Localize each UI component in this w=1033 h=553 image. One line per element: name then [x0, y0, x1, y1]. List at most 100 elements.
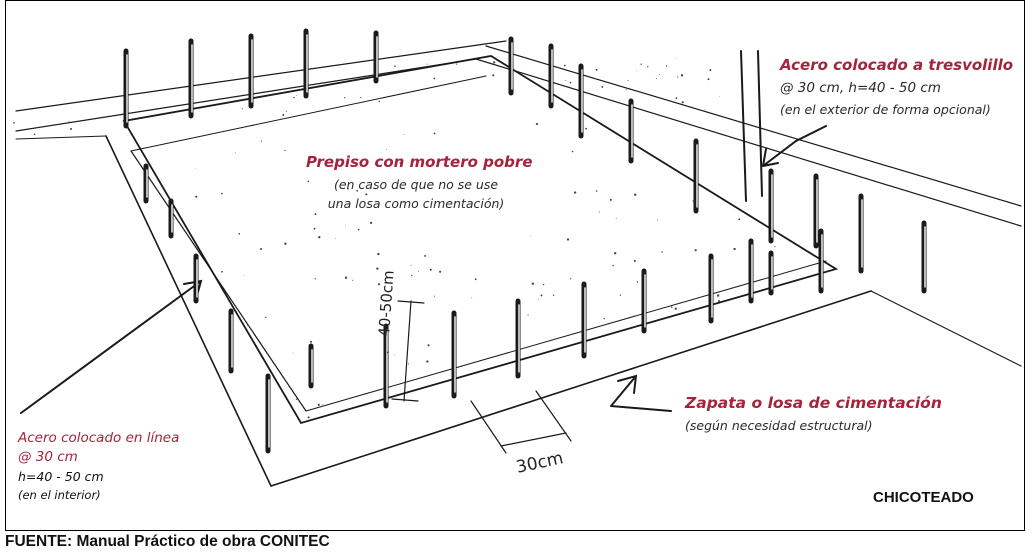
sketch-speckle [566, 238, 570, 241]
sketch-speckle [429, 268, 432, 271]
sketch-speckle [424, 254, 427, 257]
foundation-sketch [13, 28, 1022, 487]
sketch-speckle [655, 78, 657, 79]
sketch-speckle [344, 276, 348, 279]
sketch-speckle [493, 61, 496, 64]
sketch-speckle [241, 108, 243, 110]
tresvolillo-label: Acero colocado a tresvolillo @ 30 cm, h=… [780, 56, 1013, 117]
prepiso-label: Prepiso con mortero pobre (en caso de qu… [306, 153, 533, 211]
sketch-speckle [657, 219, 659, 221]
sketch-speckle [542, 283, 545, 286]
linea-height: h=40 - 50 cm [18, 469, 104, 484]
sketch-speckle [439, 270, 442, 273]
sketch-speckle [665, 65, 668, 67]
sketch-speckle [402, 202, 404, 203]
sketch-speckle [394, 354, 395, 356]
prepiso-note-2: una losa como cimentación) [327, 196, 505, 211]
sketch-speckle [376, 267, 379, 270]
sketch-speckle [601, 85, 604, 88]
sketch-speckle [658, 74, 660, 76]
sketch-speckle [455, 63, 458, 65]
sketch-speckle [296, 94, 298, 96]
sketch-speckle [692, 200, 695, 203]
sketch-speckle [244, 275, 245, 277]
prepiso-title: Prepiso con mortero pobre [306, 153, 533, 171]
sketch-speckle [221, 270, 223, 273]
source-note: FUENTE: Manual Práctico de obra CONITEC [5, 533, 330, 550]
sketch-speckle [377, 283, 381, 286]
sketch-speckle [598, 211, 600, 213]
tresvolillo-title: Acero colocado a tresvolillo [780, 56, 1014, 74]
sketch-speckle [681, 101, 684, 104]
sketch-speckle [471, 297, 473, 299]
prepiso-note-1: (en caso de que no se use [333, 177, 499, 192]
sketch-speckle [569, 81, 572, 84]
tresvolillo-note: (en el exterior de forma opcional) [780, 102, 991, 117]
sketch-speckle [295, 398, 298, 400]
sketch-speckle [370, 221, 373, 224]
sketch-speckle [564, 80, 566, 82]
sketch-speckle [704, 109, 706, 110]
sketch-speckle [647, 66, 649, 68]
sketch-speckle [410, 264, 412, 266]
sketch-speckle [718, 96, 720, 98]
sketch-speckle [573, 191, 577, 194]
sketch-speckle [661, 251, 663, 253]
sketch-speckle [716, 294, 720, 297]
zapata-note: (según necesidad estructural) [685, 418, 873, 433]
sketch-speckle [433, 295, 435, 297]
sketch-speckle [531, 282, 535, 285]
sketch-speckle [677, 76, 679, 78]
sketch-speckle [614, 252, 617, 255]
sketch-speckle [411, 274, 413, 277]
sketch-speckle [314, 278, 316, 280]
sketch-speckle [70, 127, 73, 130]
sketch-speckle [195, 195, 198, 198]
sketch-speckle [247, 324, 249, 326]
sketch-speckle [585, 127, 587, 130]
sketch-speckle [352, 279, 354, 281]
sketch-speckle [68, 120, 70, 122]
sketch-speckle [530, 235, 532, 237]
sketch-speckle [313, 227, 316, 230]
sketch-speckle [293, 96, 295, 99]
sketch-speckle [285, 110, 287, 112]
sketch-speckle [718, 300, 720, 302]
sketch-speckle [538, 298, 540, 300]
sketch-speckle [360, 96, 362, 99]
sketch-speckle [535, 123, 538, 126]
sketch-speckle [284, 149, 286, 152]
sketch-speckle [552, 294, 555, 296]
sketch-speckle [709, 69, 712, 71]
sketch-speckle [494, 205, 496, 207]
sketch-speckle [675, 97, 678, 100]
sketch-speckle [443, 371, 445, 372]
sketch-speckle [627, 80, 629, 82]
sketch-speckle [386, 148, 388, 150]
sketch-speckle [640, 63, 642, 65]
sketch-speckle [733, 247, 736, 251]
sketch-speckle [433, 77, 436, 80]
sketch-speckle [412, 156, 414, 157]
sketch-speckle [292, 352, 294, 354]
linea-title: Acero colocado en línea [18, 430, 180, 446]
sketch-speckle [774, 246, 776, 248]
sketch-speckle [625, 89, 627, 91]
sketch-speckle [609, 198, 612, 201]
sketch-speckle [680, 74, 684, 77]
sketch-speckle [595, 68, 598, 71]
sketch-speckle [235, 152, 236, 153]
sketch-speckle [615, 218, 617, 220]
sketch-speckle [282, 114, 285, 116]
sketch-speckle [347, 187, 349, 190]
sketch-speckle [564, 64, 566, 67]
sketch-speckle [433, 132, 436, 135]
tresvolillo-spacing: @ 30 cm, h=40 - 50 cm [780, 80, 941, 96]
sketch-speckle [612, 264, 614, 267]
sketch-speckle [386, 351, 389, 354]
sketch-speckle [195, 167, 196, 169]
sketch-speckle [636, 281, 639, 283]
sketch-speckle [378, 100, 380, 103]
diagram-frame: Prepiso con mortero pobre (en caso de qu… [5, 0, 1025, 531]
sketch-speckle [260, 248, 262, 250]
